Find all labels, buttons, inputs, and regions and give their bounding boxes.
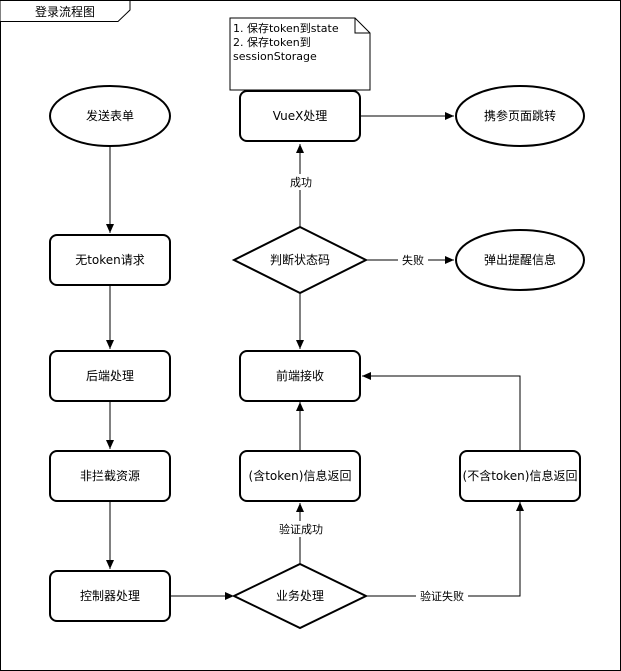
note-fold: [354, 18, 370, 34]
node-no-token-request: [49, 234, 171, 286]
edge-label-success: 成功: [290, 176, 312, 189]
label-business: 业务处理: [276, 588, 324, 603]
node-send-form: [49, 85, 171, 147]
note-line-1: 1. 保存token到state: [233, 21, 339, 35]
node-vuex: [239, 90, 361, 142]
note-shape: [229, 17, 371, 91]
node-controller: [49, 570, 171, 622]
node-judge-status: [231, 225, 369, 295]
frame-title-tab: [0, 0, 131, 22]
node-non-intercept: [49, 450, 171, 502]
node-with-token-return: [239, 450, 361, 502]
node-frontend-receive: [239, 350, 361, 402]
note-line-3: sessionStorage: [233, 50, 317, 63]
label-backend: 后端处理: [86, 369, 134, 383]
label-with-token-return: (含token)信息返回: [249, 468, 352, 483]
label-without-token-return: (不含token)信息返回: [463, 468, 578, 483]
note-line-2: 2. 保存token到: [233, 35, 311, 49]
edge-without-token-to-frontend: [362, 372, 521, 451]
edge-label-verify-success: 验证成功: [279, 522, 323, 536]
label-controller: 控制器处理: [80, 589, 140, 603]
node-backend: [49, 350, 171, 402]
label-frontend-receive: 前端接收: [276, 368, 324, 383]
label-vuex: VueX处理: [273, 109, 328, 123]
label-send-form: 发送表单: [86, 108, 134, 123]
label-popup: 弹出提醒信息: [484, 252, 556, 267]
label-jump: 携参页面跳转: [484, 108, 556, 123]
label-non-intercept: 非拦截资源: [80, 469, 140, 483]
node-business: [231, 562, 369, 630]
edge-label-fail: 失败: [402, 253, 424, 267]
node-without-token-return: [459, 450, 581, 502]
edge-business-to-without-token: [366, 502, 524, 597]
label-judge-status: 判断状态码: [270, 252, 330, 267]
frame-title: 登录流程图: [35, 4, 95, 19]
node-popup: [455, 229, 585, 291]
edge-label-verify-fail: 验证失败: [420, 589, 464, 603]
node-jump: [455, 85, 585, 147]
label-no-token-request: 无token请求: [75, 253, 145, 267]
